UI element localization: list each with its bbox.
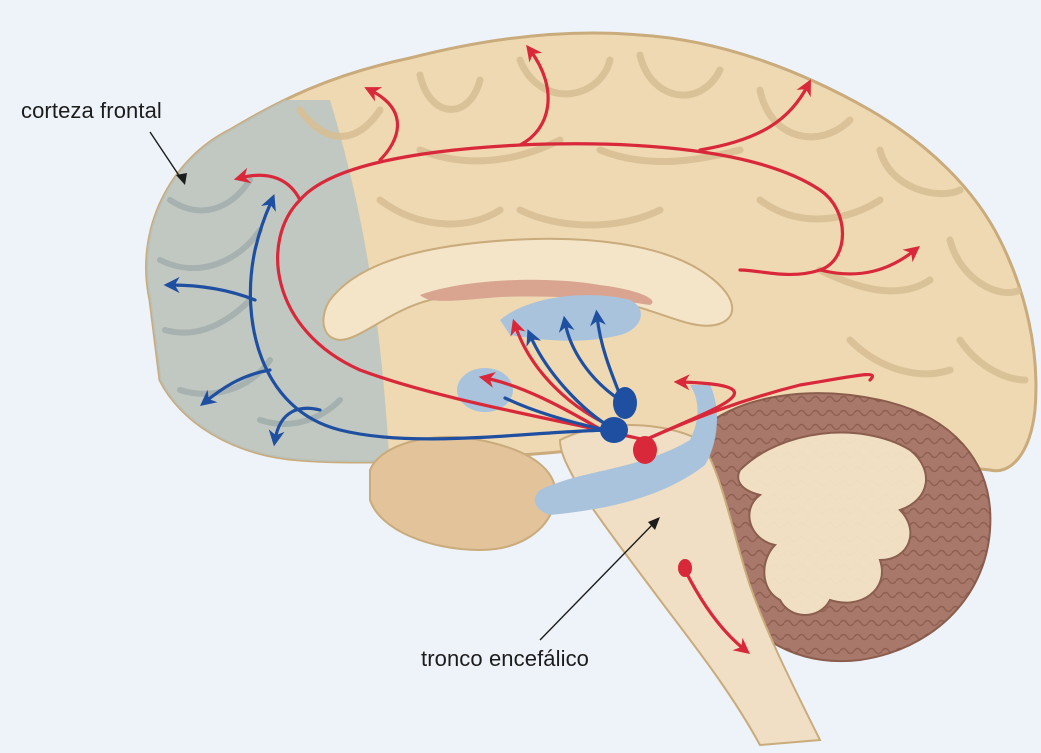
- brainstem-label: tronco encefálico: [421, 646, 589, 672]
- red-nucleus: [633, 436, 657, 464]
- red-nucleus-lower: [678, 559, 692, 577]
- brainstem-label-leader: [540, 522, 655, 640]
- blue-nucleus-upper: [613, 387, 637, 419]
- frontal-label-leader: [150, 132, 182, 180]
- blue-nucleus-lower: [600, 417, 628, 443]
- frontal-cortex-label: corteza frontal: [21, 98, 162, 124]
